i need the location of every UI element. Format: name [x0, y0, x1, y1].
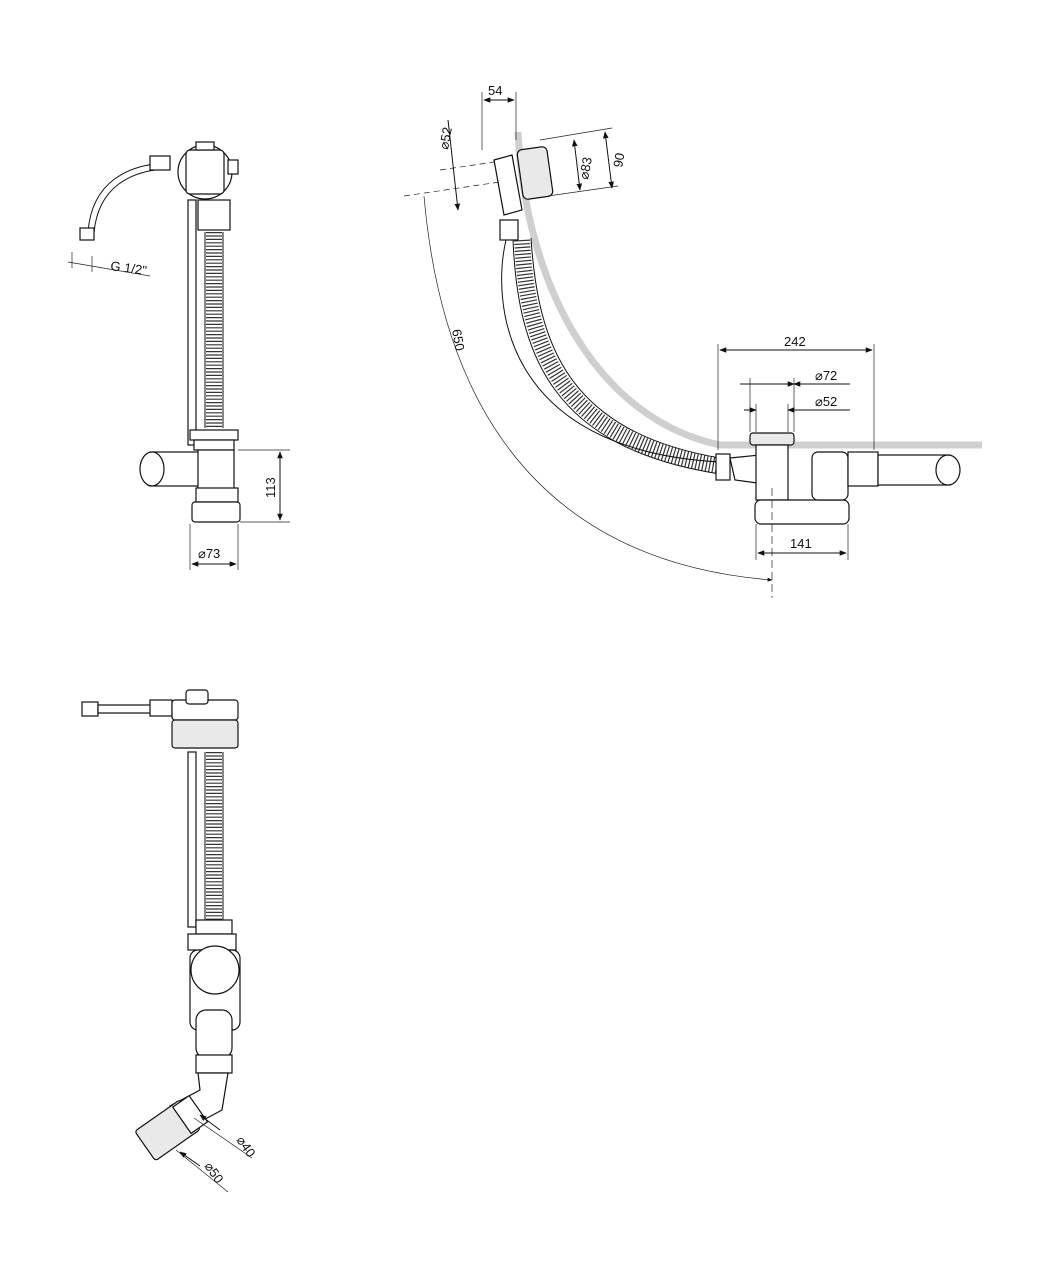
- drain-cover-label: ⌀72: [815, 368, 837, 383]
- overflow-height-label: 90: [610, 152, 627, 169]
- supply-nut: [81, 701, 99, 717]
- outlet-outer-label: ⌀50: [202, 1159, 227, 1186]
- overflow-housing: [493, 154, 523, 216]
- hose-connector: [149, 155, 171, 171]
- overflow-depth-label: 54: [488, 83, 502, 98]
- drain-body: [191, 501, 241, 523]
- bottom-view: ⌀40 ⌀50: [81, 689, 259, 1193]
- drain-span-label: 242: [784, 334, 806, 349]
- overflow-head: [171, 719, 239, 749]
- trap-width-label: 141: [790, 536, 812, 551]
- overflow-cover: [516, 146, 554, 200]
- thread-label: G 1/2": [110, 258, 149, 278]
- cable-tube: [187, 199, 197, 446]
- overflow-hole-label: ⌀52: [436, 126, 455, 151]
- overflow-cover-label: ⌀83: [576, 156, 595, 181]
- trap-cup: [190, 945, 240, 995]
- drain-hole-label: ⌀52: [815, 394, 837, 409]
- side-corrugated-hose: [514, 239, 722, 474]
- diameter-label: ⌀73: [198, 546, 220, 561]
- front-view: G 1/2" 113 ⌀73: [67, 141, 290, 570]
- supply-hose: [87, 162, 166, 233]
- outlet-inner-label: ⌀40: [234, 1133, 259, 1160]
- cable-length-label: 650: [449, 328, 468, 352]
- trap-bottom: [754, 499, 850, 525]
- bowden-cable: [501, 239, 721, 463]
- drain-cover: [749, 432, 795, 446]
- hose-nut: [79, 227, 95, 241]
- height-label: 113: [263, 477, 278, 498]
- side-view: 54 ⌀52 ⌀83 90 650 242 ⌀72 ⌀52: [403, 83, 982, 598]
